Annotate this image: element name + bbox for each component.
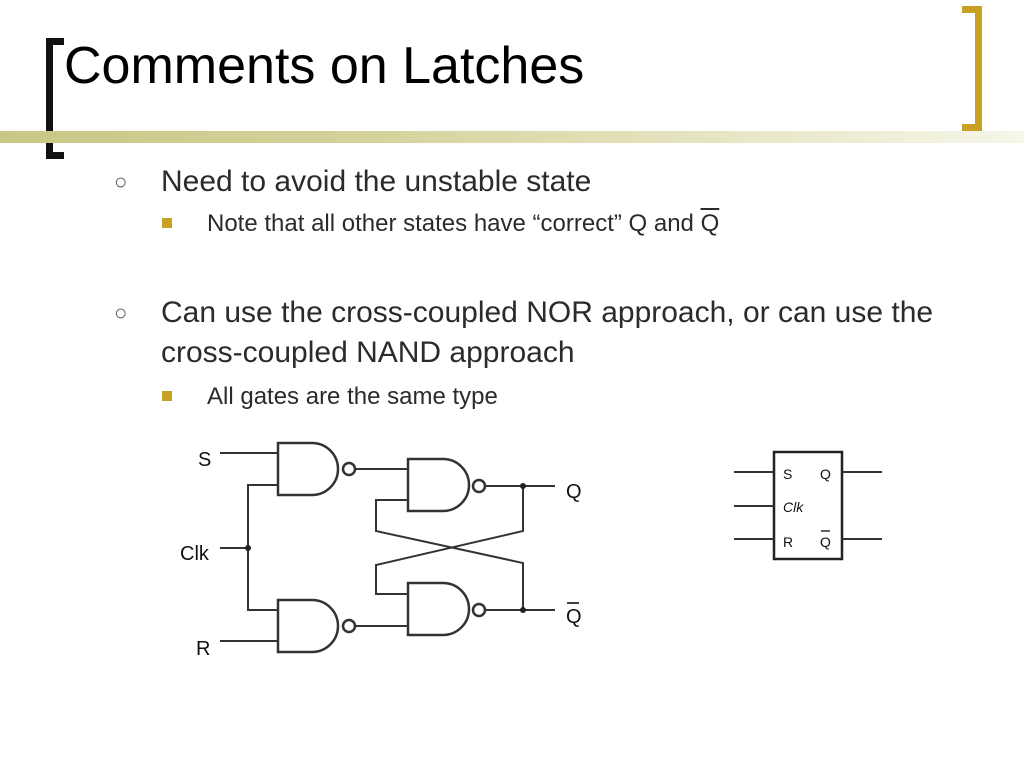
sub-bullet-text: All gates are the same type <box>207 383 498 410</box>
bullet-text: Can use the cross-coupled NOR approach, … <box>161 296 934 369</box>
symbol-s-label: S <box>783 466 792 482</box>
inverter-bubble-icon <box>471 478 487 494</box>
junction-dot <box>245 545 251 551</box>
right-bracket-decoration <box>962 6 982 131</box>
latch-symbol-pins <box>734 471 882 540</box>
sub-bullet-text: Note that all other states have “correct… <box>207 209 942 239</box>
nand-gate-bottom-output <box>406 581 471 637</box>
q-output-label: Q <box>566 481 582 503</box>
clk-input-label: Clk <box>180 543 210 565</box>
square-bullet-icon <box>162 391 172 401</box>
bullet-item: ○ Can use the cross-coupled NOR approach… <box>114 293 944 373</box>
slide-title: Comments on Latches <box>64 37 585 95</box>
nand-gate-bottom-input <box>276 598 340 654</box>
latch-symbol-box <box>772 450 844 561</box>
q-bar-text: Q <box>700 210 720 237</box>
sub-bullet-text-main: Note that all other states have “correct… <box>207 210 701 237</box>
s-input-label: S <box>198 449 211 471</box>
sub-bullet-item: All gates are the same type <box>162 382 942 412</box>
inverter-bubble-icon <box>341 618 357 634</box>
title-underline-bar <box>0 131 1024 143</box>
circuit-wires <box>220 452 555 642</box>
bullet-text: Need to avoid the unstable state <box>161 165 592 198</box>
hollow-circle-bullet-icon: ○ <box>114 300 128 325</box>
bullet-item: ○ Need to avoid the unstable state <box>114 162 944 202</box>
hollow-circle-bullet-icon: ○ <box>114 169 128 194</box>
symbol-clk-label: Clk <box>783 499 804 515</box>
square-bullet-icon <box>162 218 172 228</box>
nand-gate-top-output <box>406 457 471 513</box>
left-bracket-decoration <box>46 38 64 159</box>
symbol-r-label: R <box>783 534 793 550</box>
symbol-q-label: Q <box>820 466 831 482</box>
junction-dot <box>520 483 526 489</box>
sub-bullet-item: Note that all other states have “correct… <box>162 209 942 239</box>
inverter-bubble-icon <box>341 461 357 477</box>
inverter-bubble-icon <box>471 602 487 618</box>
junction-dot <box>520 607 526 613</box>
qbar-output-label: Q <box>566 606 582 628</box>
r-input-label: R <box>196 638 210 660</box>
symbol-qbar-label: Q <box>820 534 831 550</box>
nand-gate-top-input <box>276 441 340 497</box>
